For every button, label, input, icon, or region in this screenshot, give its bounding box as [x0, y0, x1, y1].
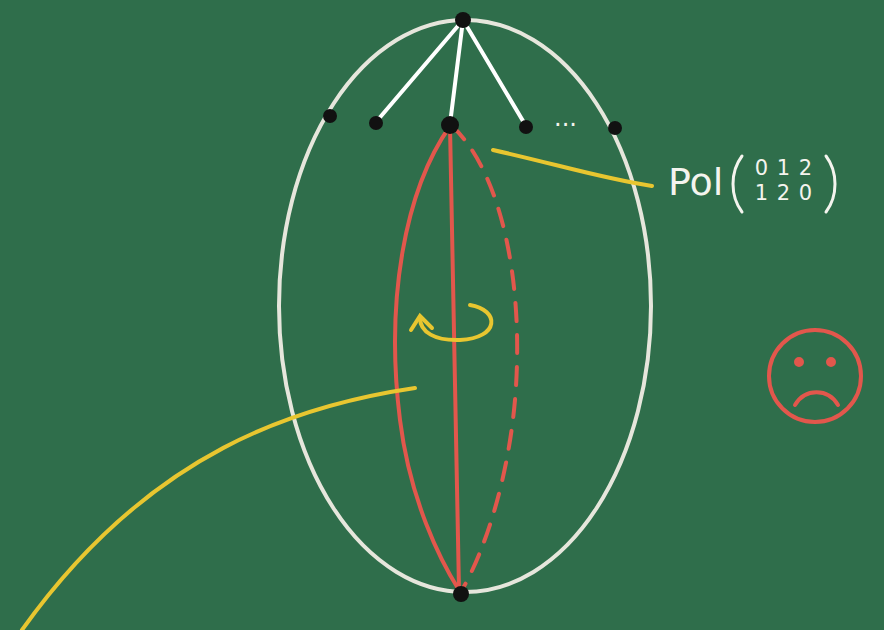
- matrix-row: 0 1 2: [740, 158, 828, 179]
- yellow-marks: [22, 150, 652, 630]
- matrix-row: 1 2 0: [740, 183, 828, 204]
- vertices: [323, 12, 622, 602]
- operator-name: Pol: [668, 163, 723, 201]
- matrix-parentheses: [733, 156, 835, 212]
- matrix-block: 0 1 2 1 2 0: [740, 158, 828, 208]
- sphere-outline: [279, 20, 651, 592]
- ellipsis: ...: [554, 106, 577, 130]
- red-curves: [395, 126, 517, 590]
- edges-from-top: [376, 20, 526, 126]
- sad-face: [769, 330, 861, 422]
